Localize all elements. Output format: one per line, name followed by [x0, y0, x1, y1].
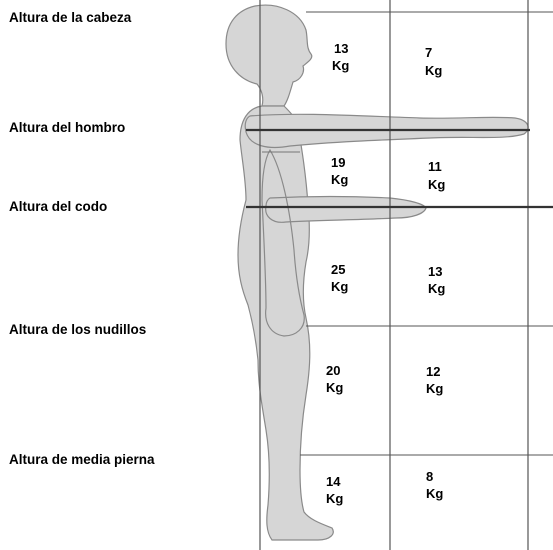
- weight-far-zone5: 8: [426, 469, 433, 484]
- height-labels: Altura de la cabeza Altura del hombro Al…: [9, 10, 155, 467]
- weight-far-zone1-unit: Kg: [425, 63, 442, 78]
- human-silhouette: [225, 4, 529, 541]
- horizontal-grid: [246, 11, 553, 456]
- weight-far-zone4-unit: Kg: [426, 381, 443, 396]
- weight-far-zone2: 11: [428, 159, 442, 174]
- head-shape: [225, 4, 313, 107]
- weight-far-zone3: 13: [428, 264, 442, 279]
- weight-far-zone1: 7: [425, 45, 432, 60]
- label-midleg-height: Altura de media pierna: [9, 452, 155, 467]
- weight-near-zone5: 14: [326, 474, 341, 489]
- vertical-grid: [259, 0, 529, 550]
- weight-near-zone1-unit: Kg: [332, 58, 349, 73]
- weight-near-zone2-unit: Kg: [331, 172, 348, 187]
- weight-far-zone2-unit: Kg: [428, 177, 445, 192]
- weight-far-zone5-unit: Kg: [426, 486, 443, 501]
- weight-near-zone3-unit: Kg: [331, 279, 348, 294]
- body-shape: [237, 105, 334, 541]
- weight-near-zone4-unit: Kg: [326, 380, 343, 395]
- weight-values: 13 Kg 7 Kg 19 Kg 11 Kg 25 Kg 13 Kg 20 Kg…: [326, 41, 445, 506]
- weight-near-zone1: 13: [334, 41, 348, 56]
- hanging-arm-shape: [261, 148, 305, 337]
- weight-near-zone4: 20: [326, 363, 340, 378]
- weight-near-zone3: 25: [331, 262, 345, 277]
- label-head-height: Altura de la cabeza: [9, 10, 132, 25]
- label-elbow-height: Altura del codo: [9, 199, 107, 214]
- weight-near-zone2: 19: [331, 155, 345, 170]
- label-knuckle-height: Altura de los nudillos: [9, 322, 146, 337]
- label-shoulder-height: Altura del hombro: [9, 120, 125, 135]
- weight-far-zone4: 12: [426, 364, 440, 379]
- weight-far-zone3-unit: Kg: [428, 281, 445, 296]
- weight-near-zone5-unit: Kg: [326, 491, 343, 506]
